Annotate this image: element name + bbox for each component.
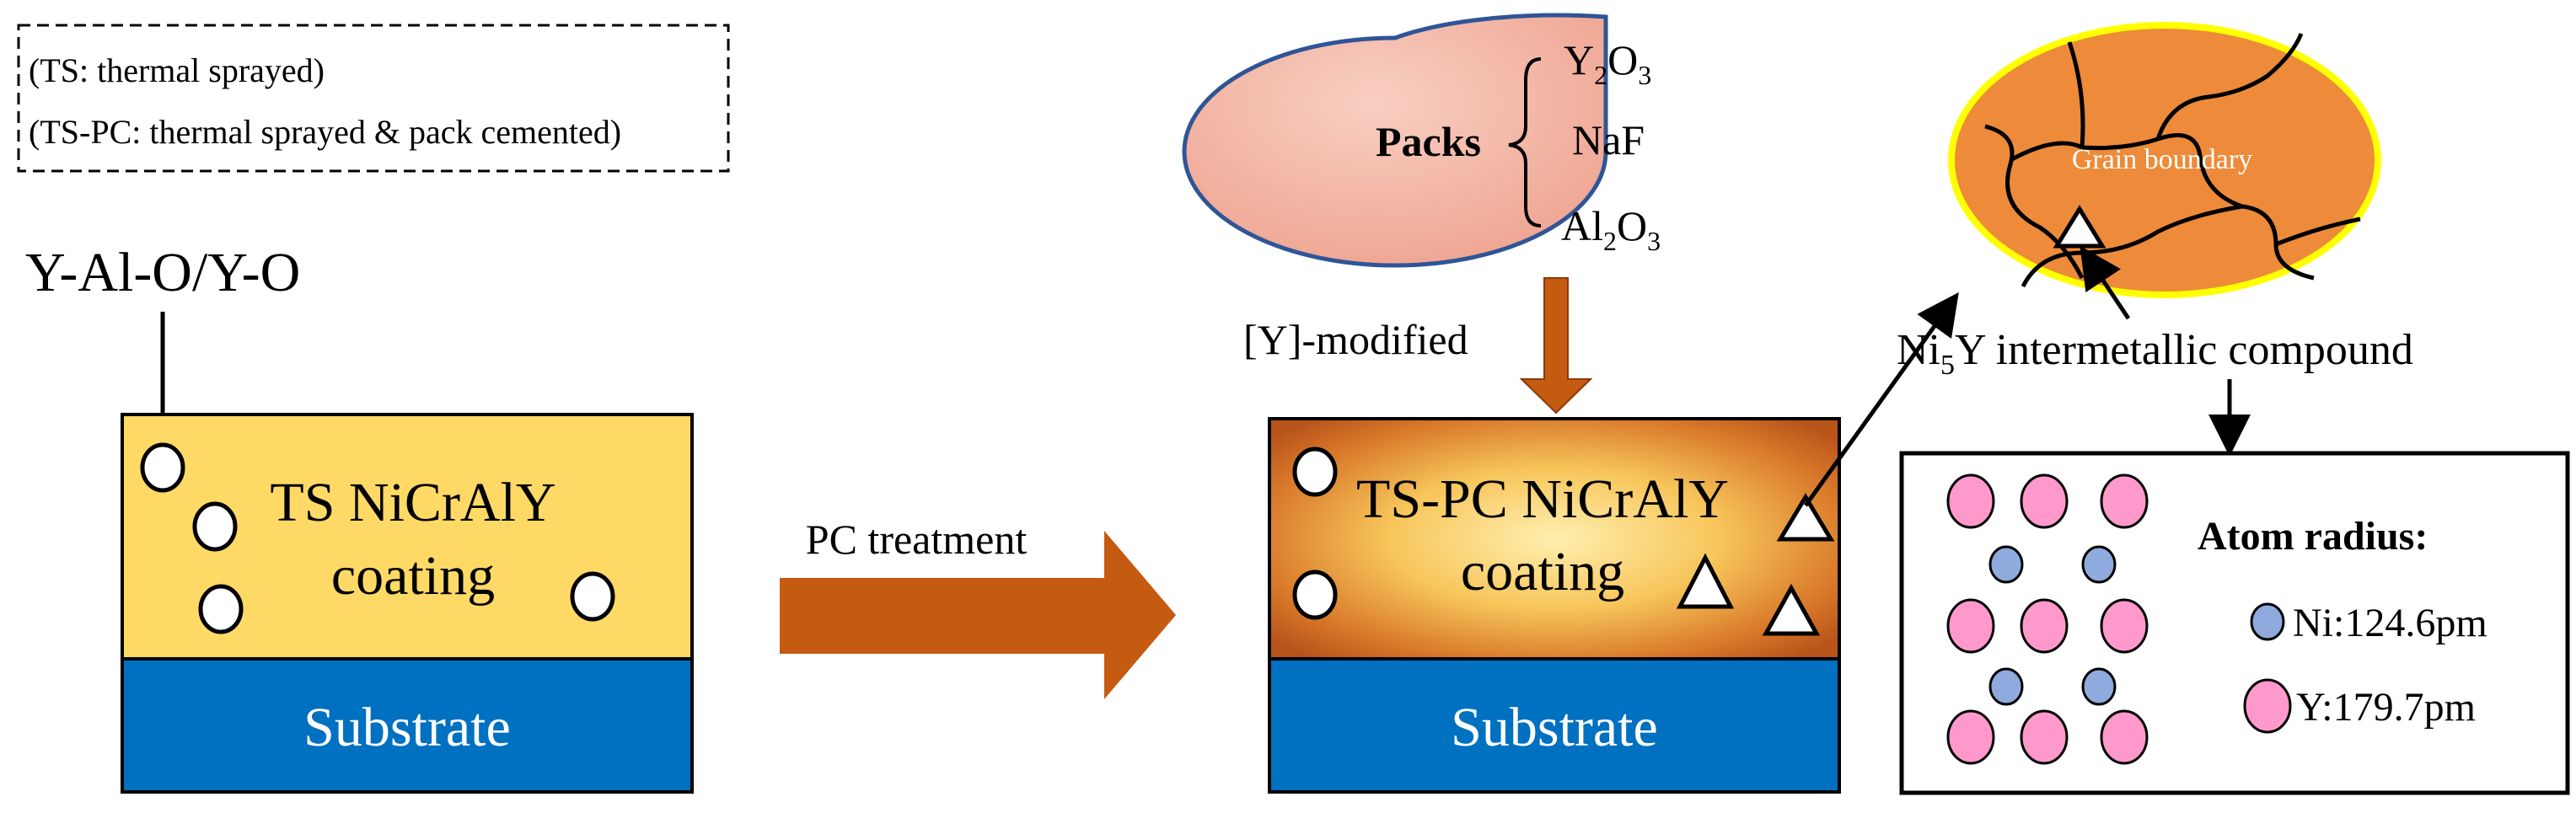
legend-ts: (TS: thermal sprayed) xyxy=(29,51,325,89)
ni5y-triangle xyxy=(1762,583,1821,636)
grain-boundary-line xyxy=(2021,204,2243,288)
legend-tspc: (TS-PC: thermal sprayed & pack cemented) xyxy=(29,113,621,151)
grain-boundary-line xyxy=(2067,41,2085,148)
y-modified-label: [Y]-modified xyxy=(1243,316,1468,363)
y-atom xyxy=(2020,598,2069,654)
y-legend-atom xyxy=(2243,678,2292,734)
packs-bubble: Packs Y2O3 NaF Al2O3 xyxy=(1182,13,1661,268)
ni-atom xyxy=(2081,545,2117,584)
y-atom xyxy=(2100,709,2149,765)
y-atom xyxy=(2100,598,2149,654)
grain-boundary-line xyxy=(2275,217,2361,247)
y-modified-arrow xyxy=(1519,277,1593,415)
y-atom xyxy=(2100,473,2149,529)
packs-title: Packs xyxy=(1376,118,1481,165)
ni-atom xyxy=(1988,545,2024,584)
ni5y-triangle-zoom xyxy=(2053,205,2106,249)
pack-item-al2o3: Al2O3 xyxy=(1561,202,1661,256)
atom-box: Atom radius: Ni:124.6pm Y:179.7pm xyxy=(1899,451,2570,795)
pore xyxy=(198,584,244,634)
grain-boundary-label: Grain boundary xyxy=(2072,144,2252,175)
ts-coating-label-2: coating xyxy=(331,545,495,607)
substrate-label-left: Substrate xyxy=(303,697,511,758)
pore xyxy=(570,571,615,622)
ts-coating-label-1: TS NiCrAlY xyxy=(270,472,555,533)
tspc-coating-label-2: coating xyxy=(1461,541,1624,602)
y-atom xyxy=(2020,709,2069,765)
y-atom xyxy=(1946,473,1995,529)
pore xyxy=(1292,570,1338,620)
tspc-coating-label-1: TS-PC NiCrAlY xyxy=(1356,468,1729,530)
grain-boundary-line xyxy=(2081,133,2315,281)
ni-atom xyxy=(2081,667,2117,706)
zoom-arrow xyxy=(1803,292,1959,507)
y-radius-label: Y:179.7pm xyxy=(2296,685,2476,730)
packs-brace xyxy=(1508,57,1542,227)
grain-boundary-line xyxy=(2009,141,2084,163)
legend-box: (TS: thermal sprayed) (TS-PC: thermal sp… xyxy=(17,24,730,173)
atom-radius-title: Atom radius: xyxy=(2198,514,2428,559)
pore xyxy=(1292,447,1338,497)
pore xyxy=(140,442,185,493)
y-atom xyxy=(1946,709,1995,765)
ni-radius-label: Ni:124.6pm xyxy=(2293,601,2487,645)
substrate-label-right: Substrate xyxy=(1451,697,1658,758)
right-panel: TS-PC NiCrAlY coating Substrate xyxy=(1268,292,1959,794)
y-atom xyxy=(1946,598,1995,654)
left-panel: Y-Al-O/Y-O TS NiCrAlY coating Substrate xyxy=(25,242,694,794)
oxide-label: Y-Al-O/Y-O xyxy=(25,242,300,303)
y-atom xyxy=(2020,473,2069,529)
process-step: PC treatment xyxy=(780,516,1176,699)
tspc-coating-layer xyxy=(1268,417,1841,661)
grain-boundary-line xyxy=(2155,33,2304,140)
ni-atom xyxy=(1988,667,2024,706)
ni-legend-atom xyxy=(2250,602,2285,641)
substrate-layer-right xyxy=(1268,657,1841,794)
compound-pointer xyxy=(2080,245,2131,320)
compound-label: Ni5Y intermetallic compound xyxy=(1897,326,2413,381)
process-arrow xyxy=(780,531,1176,699)
grain-zoom: Grain boundary xyxy=(1948,22,2381,320)
pack-item-naf: NaF xyxy=(1572,116,1645,163)
ni5y-triangle xyxy=(1676,553,1735,609)
y-modified-step: [Y]-modified xyxy=(1243,277,1593,415)
pc-treatment-label: PC treatment xyxy=(806,516,1028,563)
pack-item-y2o3: Y2O3 xyxy=(1564,36,1651,90)
pore xyxy=(192,501,238,552)
ni5y-triangle xyxy=(1776,493,1835,542)
substrate-layer-left xyxy=(121,657,694,794)
